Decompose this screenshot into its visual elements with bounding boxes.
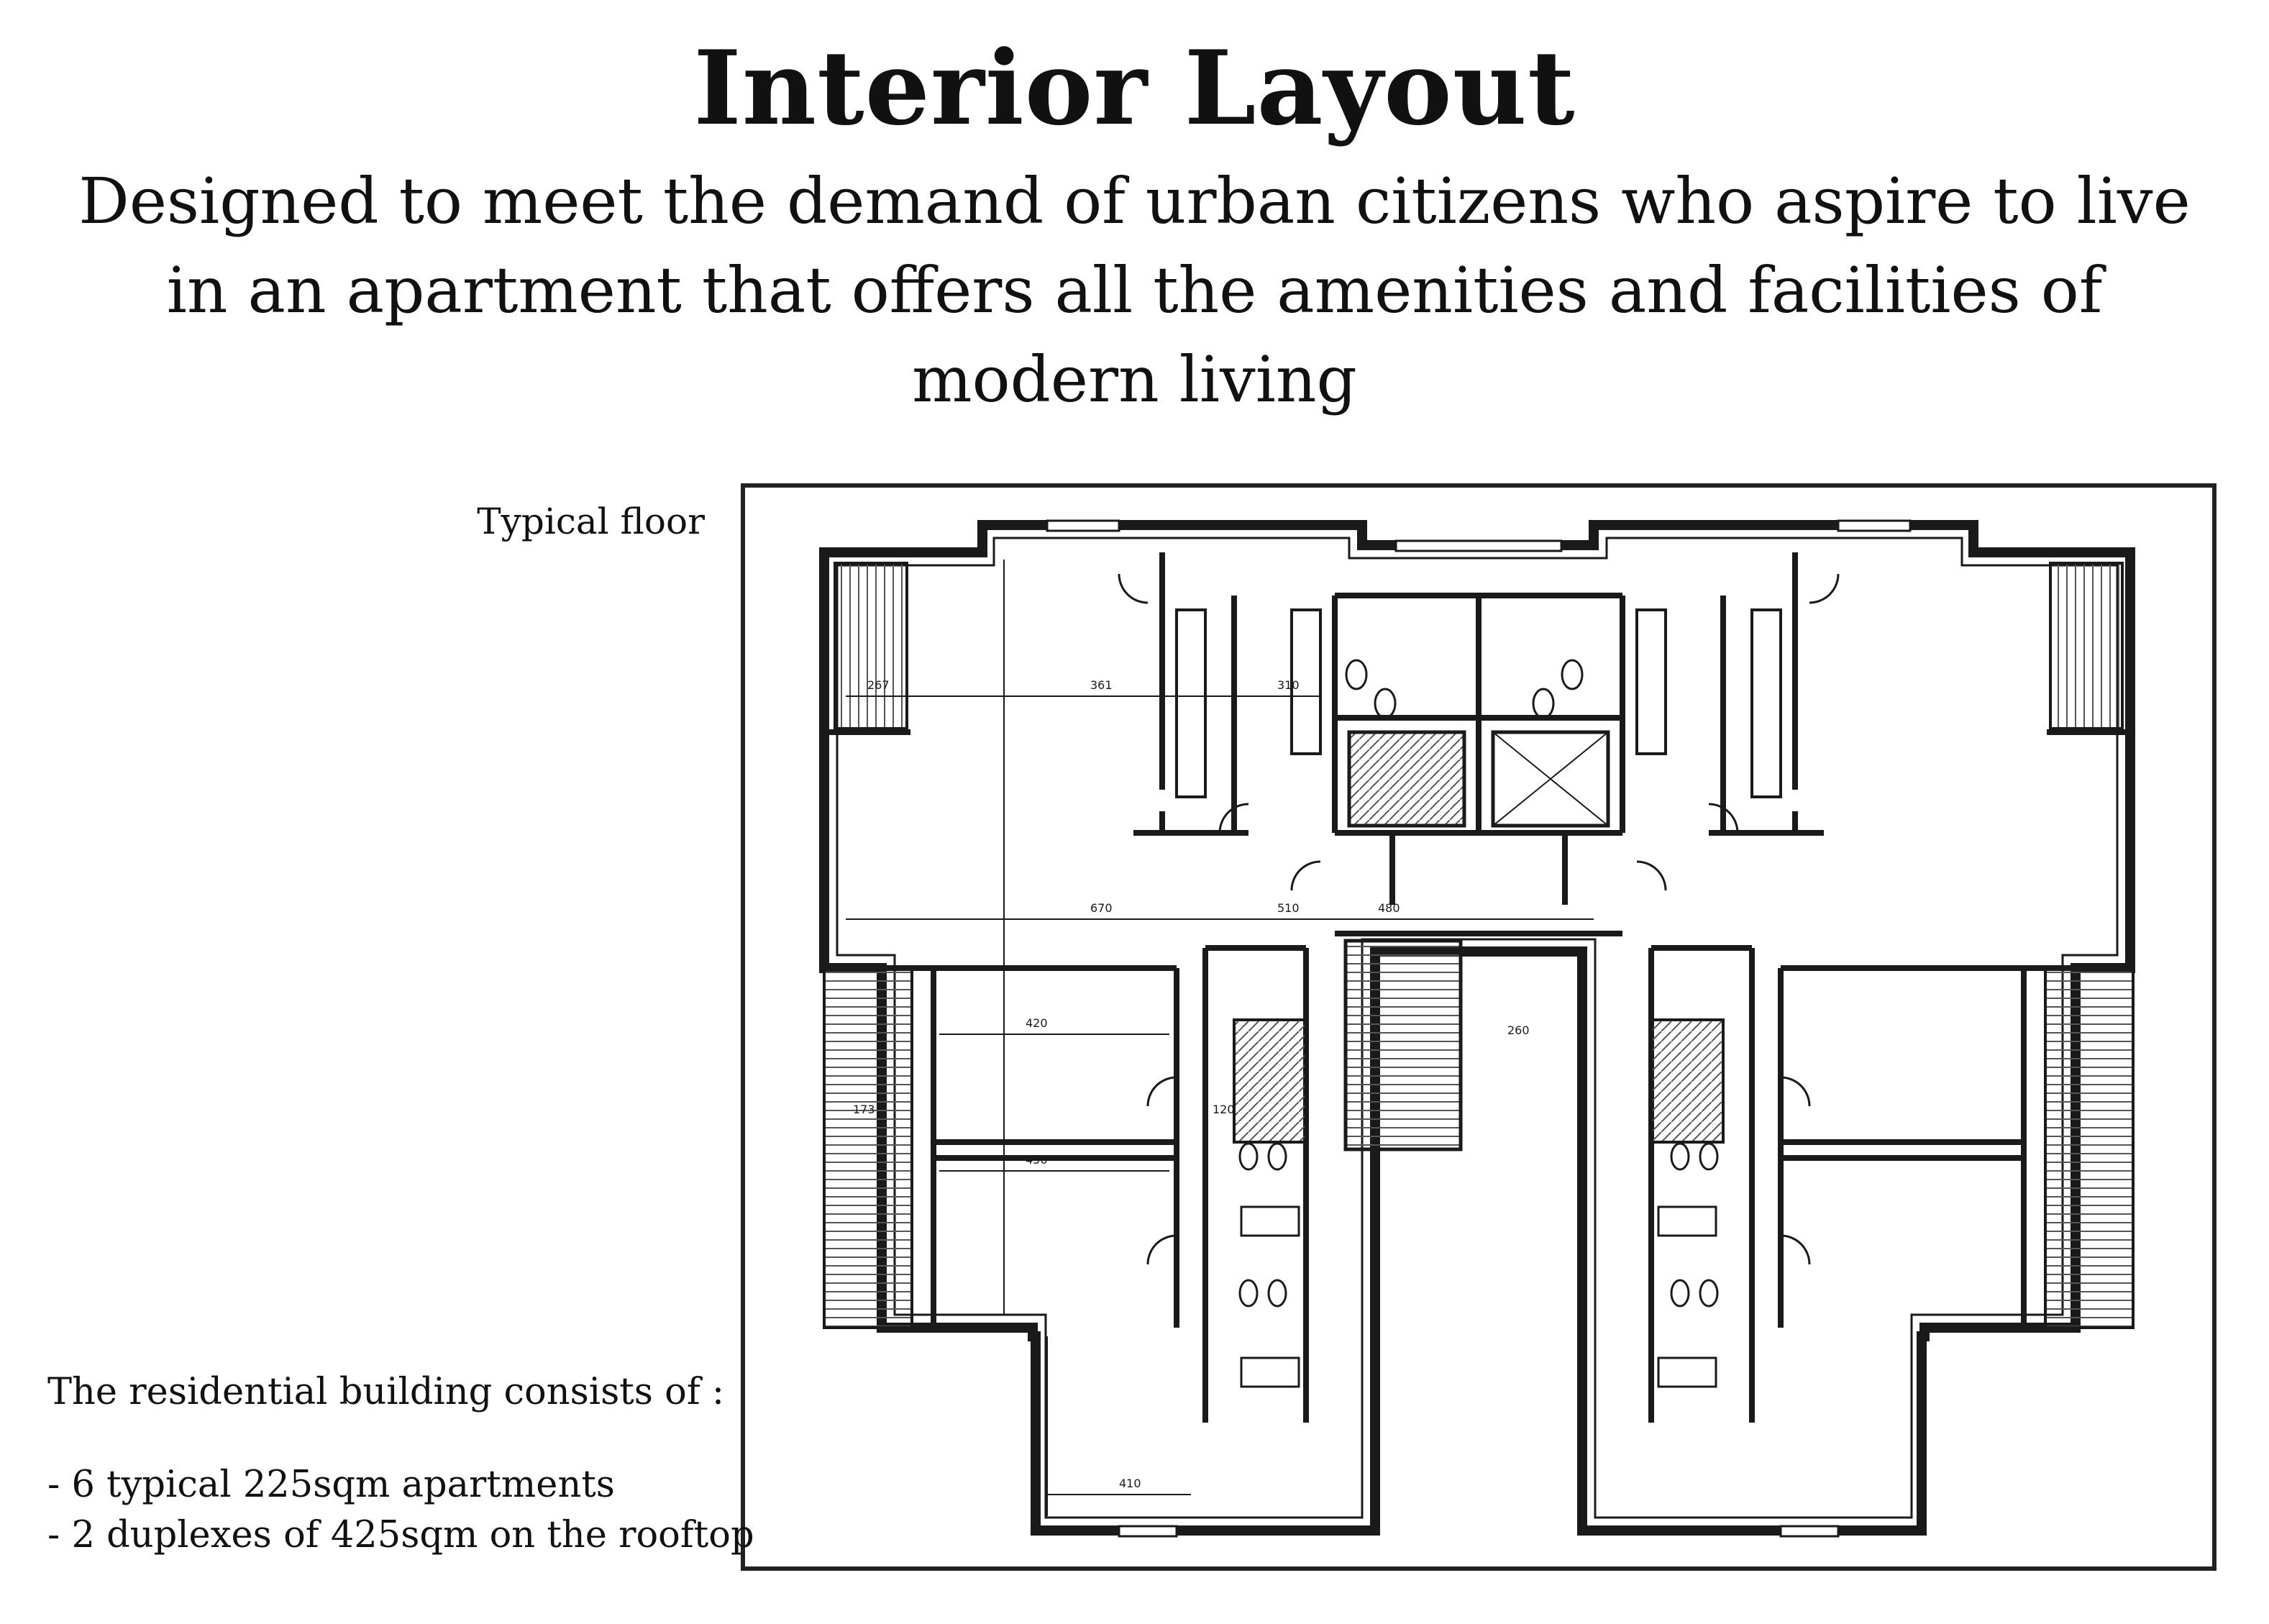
summary-item-duplexes: - 2 duplexes of 425sqm on the rooftop bbox=[47, 1514, 754, 1556]
dimension-label: 510 bbox=[1277, 901, 1300, 915]
plan-caption: Typical floor bbox=[477, 501, 705, 542]
page-title: Interior Layout bbox=[693, 29, 1576, 148]
dimension-label: 450 bbox=[1026, 1153, 1048, 1167]
stair-core bbox=[1233, 730, 1725, 1151]
dimension-label: 410 bbox=[1119, 1477, 1141, 1490]
dimension-lines bbox=[846, 560, 1594, 1516]
floor-plan: 267 361 310 670 510 480 420 450 173 120 410 260 bbox=[741, 483, 2217, 1571]
dimension-label: 420 bbox=[1026, 1016, 1048, 1030]
dimension-label: 480 bbox=[1378, 901, 1400, 915]
windows bbox=[1046, 519, 1912, 1538]
building-summary-heading: The residential building consists of : bbox=[47, 1371, 725, 1413]
floor-plan-drawing: 267 361 310 670 510 480 420 450 173 120 410 260 bbox=[819, 519, 2135, 1538]
dimension-label: 173 bbox=[853, 1103, 875, 1116]
balconies bbox=[823, 562, 2135, 1329]
door-swings bbox=[1118, 573, 1840, 1265]
dimension-label: 260 bbox=[1507, 1023, 1530, 1037]
building-summary-list: - 6 typical 225sqm apartments - 2 duplex… bbox=[47, 1460, 754, 1561]
page-subtitle: Designed to meet the demand of urban cit… bbox=[78, 164, 2191, 416]
dimension-label: 670 bbox=[1090, 901, 1113, 915]
dimension-label: 310 bbox=[1277, 678, 1300, 692]
dimension-labels: 267 361 310 670 510 480 420 450 173 120 410 260 bbox=[853, 678, 1530, 1490]
kitchen-counters bbox=[1175, 608, 1782, 798]
summary-item-apartments: - 6 typical 225sqm apartments bbox=[47, 1464, 615, 1506]
sanitary-fixtures bbox=[1238, 659, 1719, 1388]
dimension-label: 267 bbox=[867, 678, 890, 692]
interior-walls bbox=[824, 552, 2133, 1423]
dimension-label: 120 bbox=[1213, 1103, 1235, 1116]
dimension-label: 361 bbox=[1090, 678, 1113, 692]
